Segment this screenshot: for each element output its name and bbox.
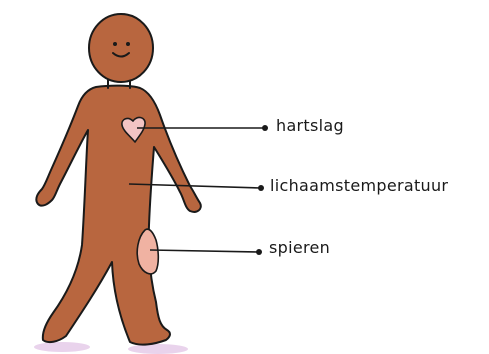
leader-line-muscles: [150, 249, 262, 255]
ground-shadow-left: [34, 342, 90, 352]
body-silhouette: [36, 86, 200, 345]
label-heartbeat: hartslag: [276, 116, 344, 135]
head: [89, 14, 153, 82]
label-body-temperature: lichaamstemperatuur: [270, 176, 448, 195]
label-muscles: spieren: [269, 238, 330, 257]
muscle-patch-icon: [137, 229, 158, 274]
ground-shadow-right: [128, 344, 188, 354]
